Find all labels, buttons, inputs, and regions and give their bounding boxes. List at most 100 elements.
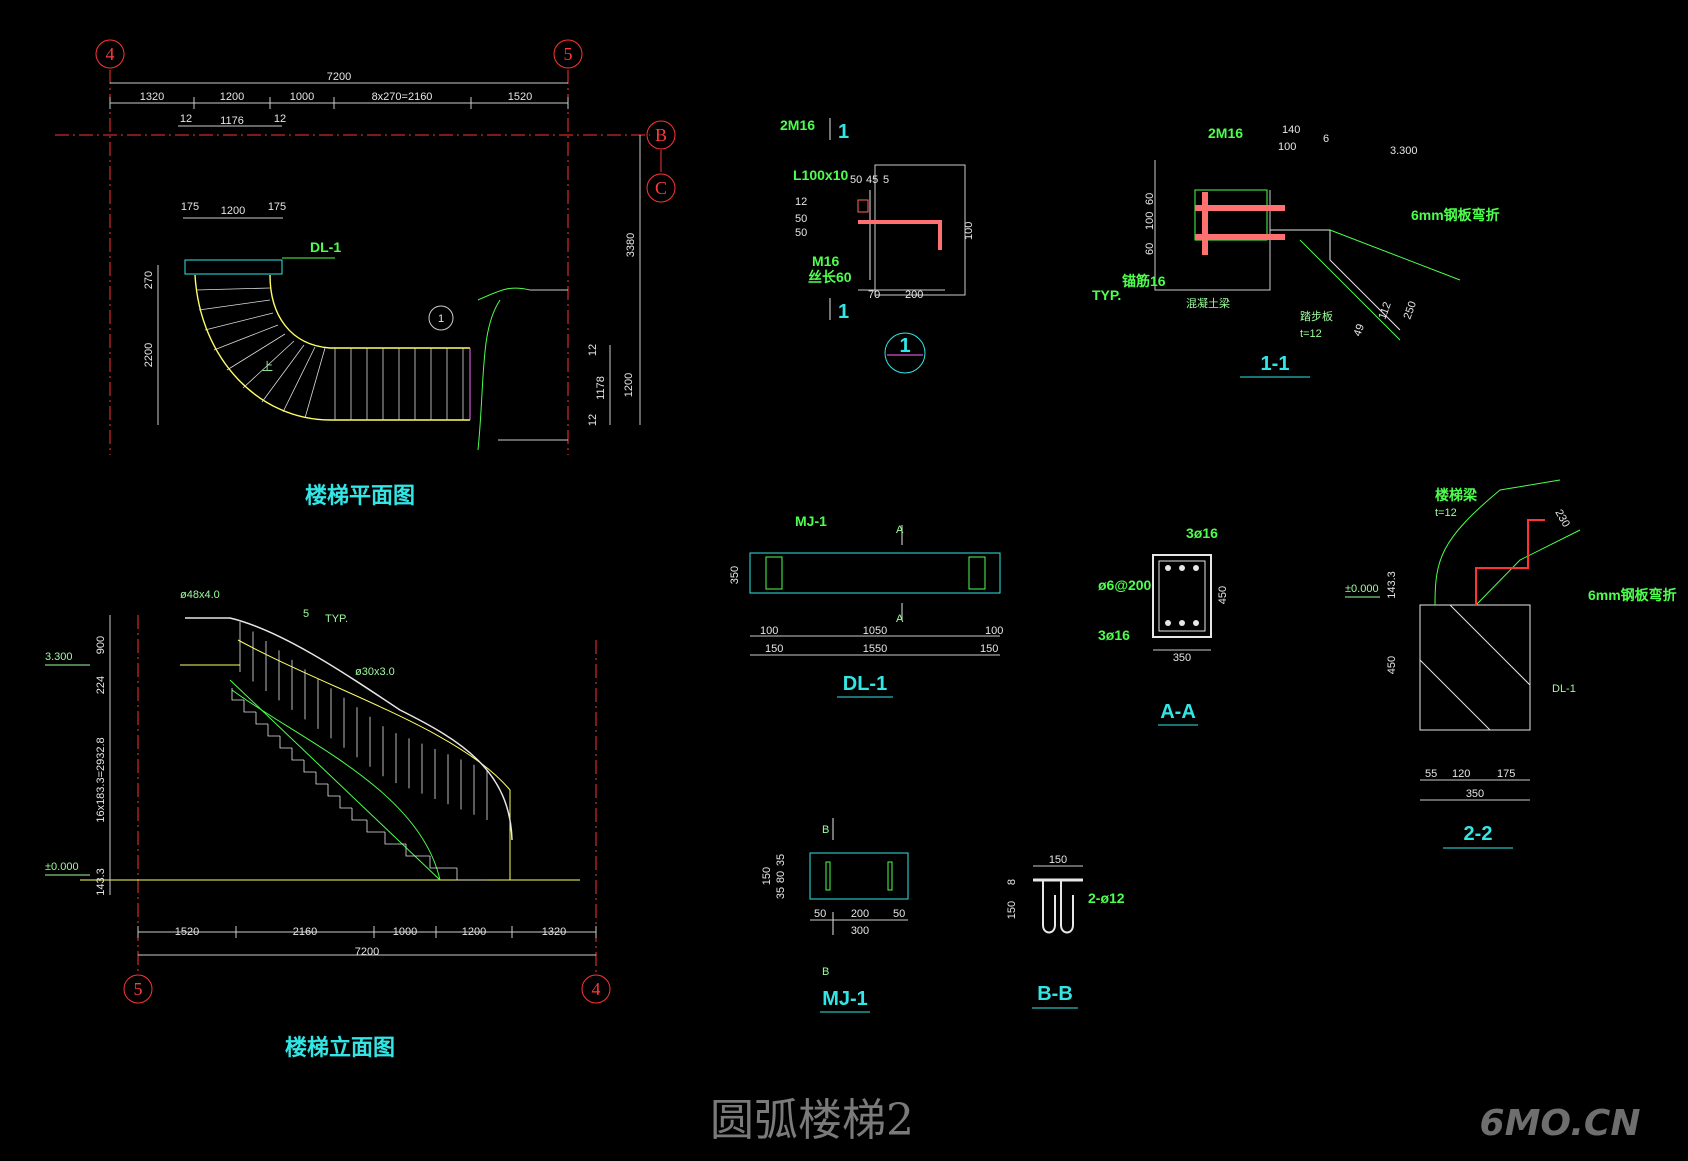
elev-level-top: 3.300 [45,651,73,663]
s11-dim-250: 250 [1402,300,1420,321]
dl1-cut-bottom: A [896,613,904,625]
elev-dim-1200: 1200 [462,926,486,938]
section-1-1: 2M16 TYP. 锚筋16 混凝土梁 6mm钢板弯折 踏步板 t=12 140… [1092,124,1500,378]
axis-label-c: C [655,178,667,198]
s11-label-t12: t=12 [1300,328,1322,340]
elev-dim-2160: 2160 [293,926,317,938]
detail-1-drawing: 1 1 2M16 L100x10 M16 丝长60 50 45 5 12 50 … [780,117,975,374]
section-2-2-title: 2-2 [1464,823,1493,845]
s11-dim-100b: 100 [1144,212,1156,230]
bb-dim-8: 8 [1006,879,1018,885]
dl1-height: 350 [729,566,741,584]
s22-label-t12: t=12 [1435,507,1457,519]
s22-label-beam: 楼梯梁 [1435,487,1478,503]
plan-vert-dim-12a: 12 [587,344,599,356]
detail1-dim-200: 200 [905,289,923,301]
watermark-logo: 6MO.CN [1480,1103,1641,1144]
elev-step [303,760,316,773]
plan-vert-dim-1200: 1200 [623,373,635,397]
detail1-label-m16: M16 [812,253,839,269]
embed-mj1-drawing: B B 150 35 80 35 50 200 50 300 MJ-1 [761,818,909,1013]
s22-dim-55: 55 [1425,768,1437,780]
plan-vert-dim-3380: 3380 [625,233,637,257]
plan-beam-tag: DL-1 [310,239,341,255]
detail1-dim-5: 5 [883,174,889,186]
bb-dim-150: 150 [1006,901,1018,919]
elevation-title: 楼梯立面图 [285,1035,395,1061]
elev-step [456,868,487,881]
elev-step [366,820,385,833]
elev-step [327,784,340,797]
section-b-b-title: B-B [1037,983,1073,1005]
plan-vert-dim-12b: 12 [587,414,599,426]
dl1-bottom-150a: 150 [765,643,783,655]
s11-weld: 6 [1323,133,1329,145]
section-b-b: 150 8 150 2-ø12 B-B [1006,854,1125,1009]
s11-dim-60b: 60 [1144,243,1156,255]
s11-dim-60a: 60 [1144,193,1156,205]
plan-vert-dim-2200: 2200 [143,343,155,367]
s11-dim-49: 49 [1352,322,1367,338]
elev-handrail-label: ø48x4.0 [180,589,220,601]
plan-beam-dim-a: 175 [181,201,199,213]
mj1-dim-50a: 50 [814,908,826,920]
elev-level-ground: ±0.000 [45,861,79,873]
plan-vert-dim-1178: 1178 [595,376,607,400]
aa-bottom-bar: 3ø16 [1098,627,1130,643]
elev-step [405,844,430,857]
elev-overall-dim: 7200 [355,946,379,958]
elev-typ-label: TYP. [325,613,348,625]
section-a-a-title: A-A [1160,701,1196,723]
aa-height: 450 [1217,586,1229,604]
s22-dim-120: 120 [1452,768,1470,780]
bb-dim-150top: 150 [1049,854,1067,866]
elev-step [231,688,244,701]
dl1-title: DL-1 [843,673,887,695]
elev-step [315,772,328,785]
elev-step [279,736,292,749]
s22-level: ±0.000 [1345,583,1379,595]
aa-width: 350 [1173,652,1191,664]
plan-sub-dim-c: 12 [274,113,286,125]
s22-dim-143: 143.3 [1386,571,1398,599]
dl1-cut-top: A [896,524,904,536]
mj1-dim-35b: 35 [775,887,787,899]
mj1-dim-35a: 35 [775,854,787,866]
s22-dim-350: 350 [1466,788,1484,800]
s11-label-tread: 踏步板 [1300,309,1333,323]
plan-sub-dim-a: 12 [180,113,192,125]
detail1-label-thread: 丝长60 [808,269,852,285]
plan-title: 楼梯平面图 [305,483,415,509]
elev-step [243,700,256,713]
section-1-1-title: 1-1 [1261,353,1290,375]
elev-vert-224: 224 [95,676,107,694]
plan-overall-dim: 7200 [327,71,351,83]
elev-step [339,796,352,809]
detail1-dim-70: 70 [868,289,880,301]
elev-axis-4: 4 [592,979,601,999]
s11-label-plate: 6mm钢板弯折 [1411,207,1500,223]
elev-dim-1000: 1000 [393,926,417,938]
stair-elevation-view: 5 4 ø48x4.0 ø30x3.0 TYP. 5 3.300 ±0.000 … [45,589,611,1061]
s22-label-plate: 6mm钢板弯折 [1588,587,1677,603]
s22-dim-450: 450 [1386,656,1398,674]
detail1-cut-top: 1 [838,121,849,143]
detail1-dim-50a: 50 [795,213,807,225]
detail1-dim-12: 12 [795,196,807,208]
elev-axis-5: 5 [134,979,143,999]
elev-baluster-label: ø30x3.0 [355,666,395,678]
plan-dim-1000: 1000 [290,91,314,103]
s22-dim-175: 175 [1497,768,1515,780]
dl1-top-1050: 1050 [863,625,887,637]
plan-detail-ref: 1 [438,313,444,325]
mj1-dim-150: 150 [761,867,773,885]
s11-label-anchor: 锚筋16 [1122,273,1166,289]
elev-weld-label: 5 [303,608,309,620]
elev-step [255,712,268,725]
s11-label-beam: 混凝土梁 [1186,296,1230,310]
dl1-top-100a: 100 [760,625,778,637]
mj1-cut-top: B [822,824,829,836]
mj1-cut-bottom: B [822,966,829,978]
s11-dim-100: 100 [1278,141,1296,153]
